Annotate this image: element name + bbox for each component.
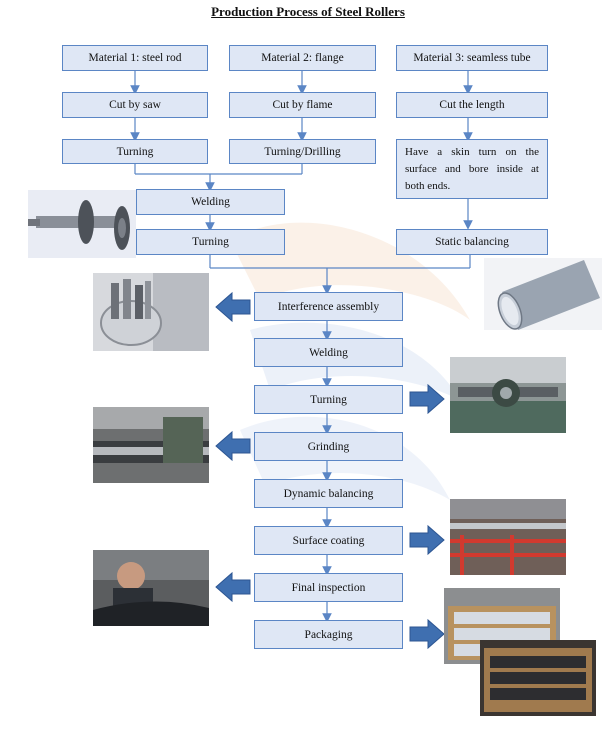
material-3-box: Material 3: seamless tube: [396, 45, 548, 71]
interference-assembly-box: Interference assembly: [254, 292, 403, 321]
turning-drilling-box: Turning/Drilling: [229, 139, 376, 164]
static-balancing-box: Static balancing: [396, 229, 548, 255]
welding-box-2: Welding: [254, 338, 403, 367]
arrow-right-to-turning-photo: [409, 383, 445, 415]
turning-box-1: Turning: [62, 139, 208, 164]
surface-coating-box: Surface coating: [254, 526, 403, 555]
material-2-box: Material 2: flange: [229, 45, 376, 71]
cut-by-flame-box: Cut by flame: [229, 92, 376, 118]
turning-box-3: Turning: [254, 385, 403, 414]
arrow-left-to-grinding-photo: [215, 430, 251, 462]
arrow-left-to-assembly-photo: [215, 291, 251, 323]
cut-length-box: Cut the length: [396, 92, 548, 118]
packaging-box: Packaging: [254, 620, 403, 649]
cut-by-saw-box: Cut by saw: [62, 92, 208, 118]
shaft-flange-3d-image: [28, 190, 136, 258]
grinding-box: Grinding: [254, 432, 403, 461]
material-1-box: Material 1: steel rod: [62, 45, 208, 71]
packaging-photo-2: [480, 640, 596, 716]
page-title: Production Process of Steel Rollers: [211, 4, 405, 19]
turning-lathe-photo: [450, 357, 566, 433]
seamless-tube-image: [484, 258, 602, 330]
assembly-photo: [93, 273, 209, 351]
final-inspection-photo: [93, 550, 209, 626]
arrow-right-to-coating-photo: [409, 524, 445, 556]
welding-box-1: Welding: [136, 189, 285, 215]
grinding-photo: [93, 407, 209, 483]
final-inspection-box: Final inspection: [254, 573, 403, 602]
dynamic-balancing-box: Dynamic balancing: [254, 479, 403, 508]
arrow-left-to-inspection-photo: [215, 571, 251, 603]
arrow-right-to-packaging-photo: [409, 618, 445, 650]
surface-coating-photo: [450, 499, 566, 575]
skin-turn-box: Have a skin turn on the surface and bore…: [396, 139, 548, 199]
turning-box-2: Turning: [136, 229, 285, 255]
